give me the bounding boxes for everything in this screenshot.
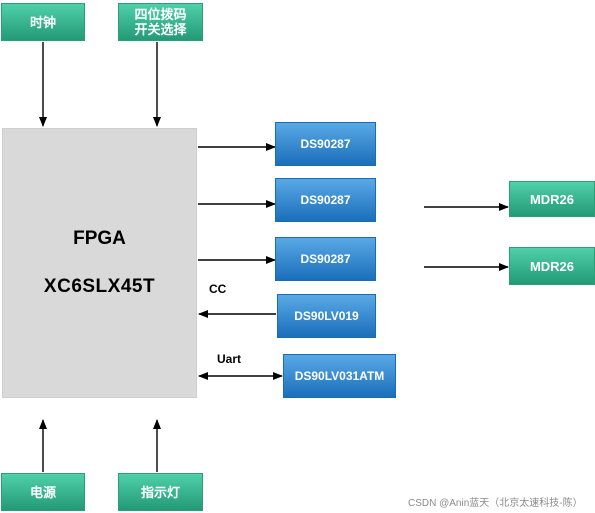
fpga-block: FPGA XC6SLX45T [2, 128, 197, 398]
chip-ds90lv019: DS90LV019 [277, 294, 376, 338]
chip-ds90lv031atm: DS90LV031ATM [283, 354, 396, 398]
watermark: CSDN @Anin蓝天（北京太速科技-陈） [408, 498, 583, 509]
connector-label: MDR26 [529, 258, 575, 274]
fpga-part-number: XC6SLX45T [43, 276, 156, 297]
clock-label: 时钟 [29, 14, 56, 30]
fpga-title: FPGA [73, 228, 126, 249]
mdr26-connector-1: MDR26 [509, 181, 595, 217]
dip-switch-box: 四位拨码 开关选择 [118, 3, 203, 41]
dip-switch-label: 四位拨码 开关选择 [134, 7, 187, 37]
power-label: 电源 [29, 484, 56, 500]
chip-label: DS90287 [300, 137, 351, 151]
power-box: 电源 [1, 473, 85, 511]
chip-ds90287-3: DS90287 [275, 237, 376, 281]
indicator-light-label: 指示灯 [140, 484, 180, 500]
chip-label: DS90LV019 [294, 309, 359, 323]
mdr26-connector-2: MDR26 [509, 247, 595, 285]
indicator-light-box: 指示灯 [118, 473, 203, 511]
chip-ds90287-1: DS90287 [275, 122, 376, 166]
chip-label: DS90LV031ATM [294, 369, 385, 383]
chip-label: DS90287 [300, 193, 351, 207]
clock-box: 时钟 [1, 3, 85, 41]
uart-label: Uart [217, 352, 242, 366]
connector-label: MDR26 [529, 191, 575, 207]
cc-label: CC [209, 282, 227, 296]
chip-label: DS90287 [300, 252, 351, 266]
chip-ds90287-2: DS90287 [275, 178, 376, 222]
